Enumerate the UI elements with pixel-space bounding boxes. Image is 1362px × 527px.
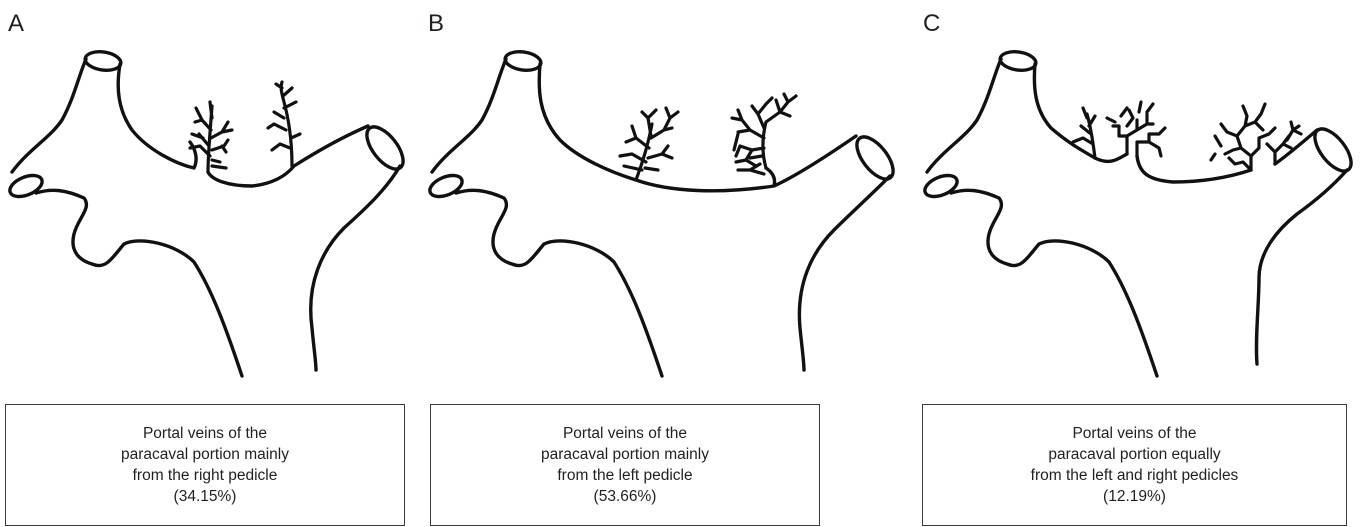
left-portal-cut-end [850,131,900,185]
portal-vein-outline [922,50,1358,376]
left-lateral-cut-end [7,171,45,200]
left-lateral-cut-end [922,171,960,200]
vein-outline-upper [12,59,242,376]
right-portal-cut-end [84,50,122,73]
caption-percentage: (34.15%) [174,486,237,507]
vein-outline-lower [539,64,890,370]
caption-box: Portal veins of the paracaval portion ma… [5,404,405,526]
right-portal-cut-end [999,50,1037,73]
left-pedicle-branch [732,94,796,174]
caption-line: paracaval portion equally [1048,444,1220,465]
panel-label: B [428,10,444,38]
caption-line: paracaval portion mainly [541,444,709,465]
caption-box: Portal veins of the paracaval portion eq… [922,404,1347,526]
right-portal-cut-end [504,50,542,73]
right-pedicle-branch [1107,102,1165,156]
paracaval-portal-branches [620,94,796,180]
vein-outline-upper [927,59,1157,376]
left-portal-cut-end [360,121,410,175]
portal-vein-outline [427,50,900,376]
left-pedicle-twig [1287,122,1301,140]
caption-percentage: (12.19%) [1103,486,1166,507]
vein-outline-lower [1034,64,1347,364]
portal-vein-diagram [0,38,440,388]
caption-line: from the left pedicle [557,465,692,486]
caption-box: Portal veins of the paracaval portion ma… [430,404,820,526]
caption-line: from the left and right pedicles [1031,465,1239,486]
panel-c: C Portal veins of the paracaval portion … [915,0,1355,527]
caption-line: Portal veins of the [563,423,687,444]
panel-label: A [8,10,24,38]
caption-line: Portal veins of the [1072,423,1196,444]
caption-line: from the right pedicle [133,465,278,486]
portal-vein-outline [7,50,410,376]
left-lateral-cut-end [427,171,465,200]
panel-a: A Portal veins of the paracaval portion … [0,0,440,527]
panel-label: C [923,10,940,38]
right-pedicle-branch [620,108,678,180]
portal-vein-diagram [915,38,1355,388]
vein-outline-lower [118,64,400,370]
vein-outline-upper [432,59,662,376]
paracaval-portal-branches [190,82,300,172]
portal-vein-diagram [420,38,860,388]
caption-line: Portal veins of the [143,423,267,444]
caption-percentage: (53.66%) [594,486,657,507]
panel-b: B Portal veins of the paracaval portion … [420,0,860,527]
caption-line: paracaval portion mainly [121,444,289,465]
left-pedicle-small-branch [268,82,300,166]
